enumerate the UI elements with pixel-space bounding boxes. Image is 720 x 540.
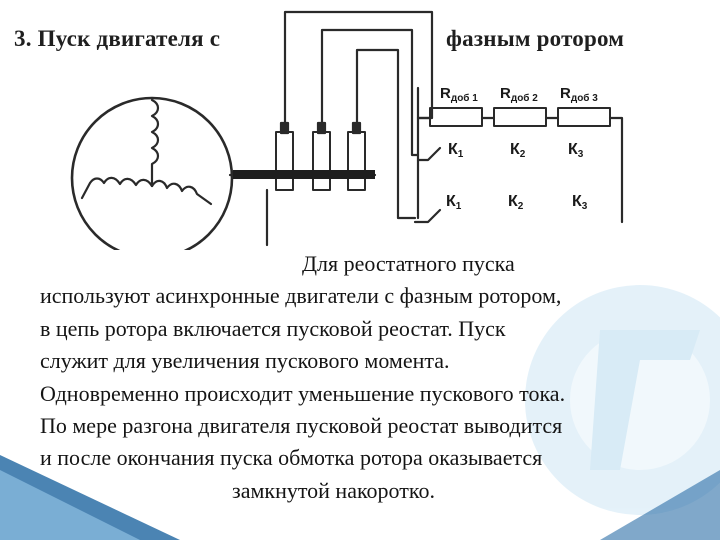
svg-text:К1: К1 (446, 193, 462, 212)
resistor-sublabel-2: доб 2 (511, 92, 538, 104)
slip-ring-3 (347, 131, 366, 191)
body-line-8: замкнутой накоротко. (232, 477, 435, 503)
slide-title-right: фазным ротором (446, 26, 625, 51)
contact-label-r2-3: К (572, 193, 582, 210)
wire-loop-3 (355, 48, 417, 220)
bottom-right-accent (600, 470, 720, 540)
shaft (233, 170, 375, 179)
winding-left (80, 176, 154, 200)
resistor-labels: Rдоб 1 Rдоб 2 Rдоб 3 (440, 85, 598, 104)
body-line-2: используют асинхронные двигатели с фазны… (40, 283, 562, 309)
svg-text:К2: К2 (508, 193, 524, 212)
slip-ring-1 (275, 131, 294, 191)
body-line-5: Одновременно происходит уменьшение пуско… (40, 380, 566, 406)
body-line-4: служит для увеличения пускового момента. (40, 348, 450, 374)
resistor-label-2: R (500, 85, 511, 102)
watermark-circle (525, 285, 720, 515)
resistor-2 (493, 107, 547, 127)
resistor-label-1: R (440, 85, 451, 102)
rotor-circuit-diagram: Rдоб 1 Rдоб 2 Rдоб 3 К1 К2 К3 К1 К2 К3 (70, 10, 624, 250)
bottom-left-accent-light (0, 470, 140, 540)
contact-labels-row-1: К1 К2 К3 (448, 141, 584, 160)
contact-label-r2-2: К (508, 193, 518, 210)
resistor-3 (557, 107, 611, 127)
resistor-sublabel-1: доб 1 (451, 92, 478, 104)
slip-ring-2 (312, 131, 331, 191)
svg-text:К3: К3 (568, 141, 584, 160)
bus-right (608, 116, 624, 224)
contact-row-1 (416, 146, 442, 162)
contact-label-r1-3: К (568, 141, 578, 158)
svg-text:Rдоб 1: Rдоб 1 (440, 85, 478, 104)
wire-loop-1 (283, 10, 434, 132)
resistor-sublabel-3: доб 3 (571, 92, 598, 104)
resistor-label-3: R (560, 85, 571, 102)
winding-right (150, 179, 213, 206)
winding-top (150, 98, 160, 188)
contact-label-r2-1: К (446, 193, 456, 210)
body-line-6: По мере разгона двигателя пусковой реост… (40, 413, 563, 439)
stator-circle (70, 96, 234, 250)
contact-labels-row-2: К1 К2 К3 (446, 193, 588, 212)
body-text: Для реостатного пуска используют асинхро… (40, 248, 720, 507)
contact-label-r1-2: К (510, 141, 520, 158)
svg-text:К3: К3 (572, 193, 588, 212)
svg-text:К2: К2 (510, 141, 526, 160)
body-line-3: в цепь ротора включается пусковой реоста… (40, 315, 506, 341)
svg-text:К1: К1 (448, 141, 464, 160)
slide-title-left: 3. Пуск двигателя с (14, 26, 221, 51)
wire-loop-2 (320, 28, 420, 157)
resistor-1 (429, 107, 483, 127)
body-line-1: Для реостатного пуска (302, 251, 515, 276)
body-line-7: и после окончания пуска обмотка ротора о… (40, 445, 543, 471)
svg-text:Rдоб 2: Rдоб 2 (500, 85, 538, 104)
contact-label-r1-1: К (448, 141, 458, 158)
contact-row-2 (413, 208, 442, 224)
svg-text:Rдоб 3: Rдоб 3 (560, 85, 598, 104)
